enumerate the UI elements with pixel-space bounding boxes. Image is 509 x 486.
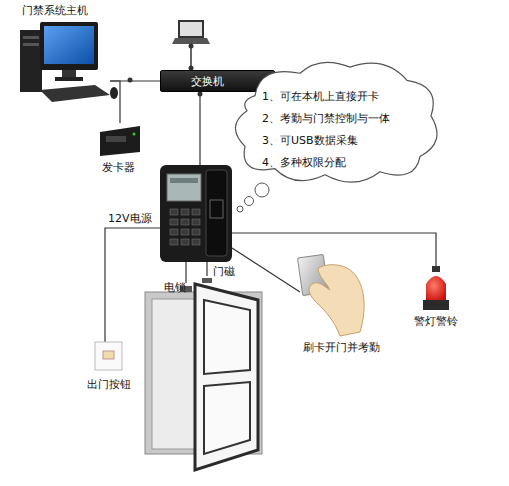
exit-button-box: 出门按钮 — [82, 338, 138, 394]
host-computer — [20, 22, 118, 102]
node-text: 警灯警铃 — [414, 315, 458, 329]
network-cable — [110, 80, 160, 81]
lock-label: 电锁 — [164, 281, 186, 295]
door — [145, 278, 262, 470]
junction-dot — [198, 92, 203, 97]
alarm-light — [423, 266, 449, 310]
node-text: 3、可USB数据采集 — [262, 134, 358, 148]
card-issuer-box: 发卡器 — [95, 123, 145, 179]
node-text: 2、考勤与门禁控制与一体 — [262, 112, 390, 126]
node-text: 发卡器 — [102, 161, 135, 175]
alarm-wire — [232, 233, 436, 268]
callout-bubbles — [237, 183, 269, 212]
host-label: 门禁系统主机 — [18, 2, 110, 102]
feature-callout: 1、可在本机上直接开卡 2、考勤与门禁控制与一体 3、可USB数据采集 4、多种权限分… — [225, 55, 445, 187]
swipe-label: 刷卡开门并考勤 — [303, 341, 380, 355]
node-text: 交换机 — [191, 75, 224, 89]
card-issuer — [100, 126, 140, 156]
junction-dot — [128, 78, 133, 83]
node-text: 出门按钮 — [87, 378, 131, 392]
sensor-wire — [206, 262, 207, 276]
network-cable — [110, 81, 120, 123]
hand-card — [297, 254, 364, 336]
alarm-box: 警灯警铃 — [408, 265, 466, 331]
exit-button — [95, 342, 122, 370]
node-text: 门禁系统主机 — [22, 4, 88, 18]
network-wire — [199, 92, 200, 165]
leader-line — [232, 248, 300, 292]
laptop — [172, 20, 210, 71]
node-text: 4、多种权限分配 — [262, 156, 346, 170]
cloud-path — [235, 62, 436, 182]
power-label: 12V电源 — [108, 212, 152, 226]
lock-wire — [185, 262, 186, 283]
door-sensor-label: 门磁 — [213, 265, 235, 279]
node-text: 1、可在本机上直接开卡 — [262, 90, 379, 104]
access-terminal — [160, 165, 232, 262]
